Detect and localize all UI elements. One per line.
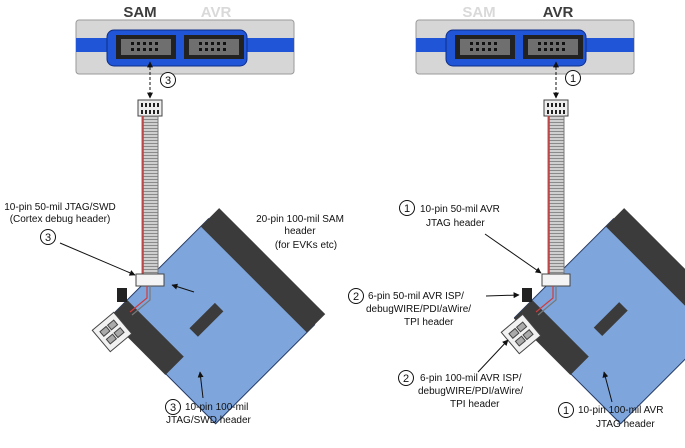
left-cable-connector bbox=[137, 99, 163, 117]
right-panel: SAM AVR 1 bbox=[348, 4, 685, 430]
right-callout-mid-line1: 6-pin 50-mil AVR ISP/ bbox=[368, 291, 464, 302]
left-ribbon-cable bbox=[141, 115, 159, 283]
right-small-plug bbox=[522, 288, 532, 302]
right-callout-top-num: 1 bbox=[404, 203, 410, 215]
right-callout-low-num: 2 bbox=[403, 373, 409, 385]
right-callout-top-line2: JTAG header bbox=[426, 218, 485, 229]
right-header-avr: AVR bbox=[543, 4, 574, 21]
left-callout-right-line3: (for EVKs etc) bbox=[275, 240, 337, 251]
right-callout-bottom-line2: JTAG header bbox=[596, 419, 655, 430]
left-callout-top-num: 3 bbox=[45, 232, 51, 244]
left-target-board bbox=[108, 208, 326, 425]
left-callout-bottom-num: 3 bbox=[170, 402, 176, 414]
right-callout-top-line1: 10-pin 50-mil AVR bbox=[420, 204, 500, 215]
right-target-board bbox=[513, 208, 685, 425]
right-callout-bottom-line1: 10-pin 100-mil AVR bbox=[578, 405, 663, 416]
left-port-marker-circle bbox=[160, 72, 176, 88]
right-callout-low-line1: 6-pin 100-mil AVR ISP/ bbox=[420, 373, 522, 384]
right-header-sam: SAM bbox=[462, 4, 495, 21]
right-callout-low-line2: debugWIRE/PDI/aWire/ bbox=[418, 386, 523, 397]
right-debugger-box bbox=[415, 19, 635, 75]
left-small-plug bbox=[117, 288, 127, 302]
left-callout-right-line1: 20-pin 100-mil SAM bbox=[256, 214, 344, 225]
right-cable-connector bbox=[543, 99, 569, 117]
right-callout-mid-line3: TPI header bbox=[404, 317, 454, 328]
left-callout-top-line2: (Cortex debug header) bbox=[10, 214, 111, 225]
left-cable-adapter bbox=[135, 273, 165, 287]
left-port-avr[interactable] bbox=[184, 35, 244, 59]
left-debugger-box bbox=[75, 19, 295, 75]
left-header-sam: SAM bbox=[123, 4, 156, 21]
left-callout-bottom-line2: JTAG/SWD header bbox=[166, 415, 252, 426]
right-squid-connector bbox=[500, 313, 542, 355]
right-port-sam[interactable] bbox=[455, 35, 515, 59]
right-callout-low-line3: TPI header bbox=[450, 399, 500, 410]
left-header-avr: AVR bbox=[201, 4, 232, 21]
left-port-sam[interactable] bbox=[116, 35, 176, 59]
right-callout-mid-num: 2 bbox=[353, 291, 359, 303]
right-port-marker: 1 bbox=[570, 73, 576, 85]
left-callout-top-line1: 10-pin 50-mil JTAG/SWD bbox=[4, 202, 116, 213]
right-callout-bottom-num: 1 bbox=[563, 405, 569, 417]
left-callout-right-line2: header bbox=[284, 226, 316, 237]
right-port-avr[interactable] bbox=[523, 35, 583, 59]
right-callout-mid-line2: debugWIRE/PDI/aWire/ bbox=[366, 304, 471, 315]
left-port-marker: 3 bbox=[165, 75, 171, 87]
left-squid-connector bbox=[91, 311, 133, 353]
left-callout-bottom-line1: 10-pin 100-mil bbox=[185, 402, 248, 413]
right-cable-adapter bbox=[541, 273, 571, 287]
left-panel: SAM AVR 3 bbox=[4, 4, 344, 426]
right-ribbon-cable bbox=[547, 115, 565, 283]
